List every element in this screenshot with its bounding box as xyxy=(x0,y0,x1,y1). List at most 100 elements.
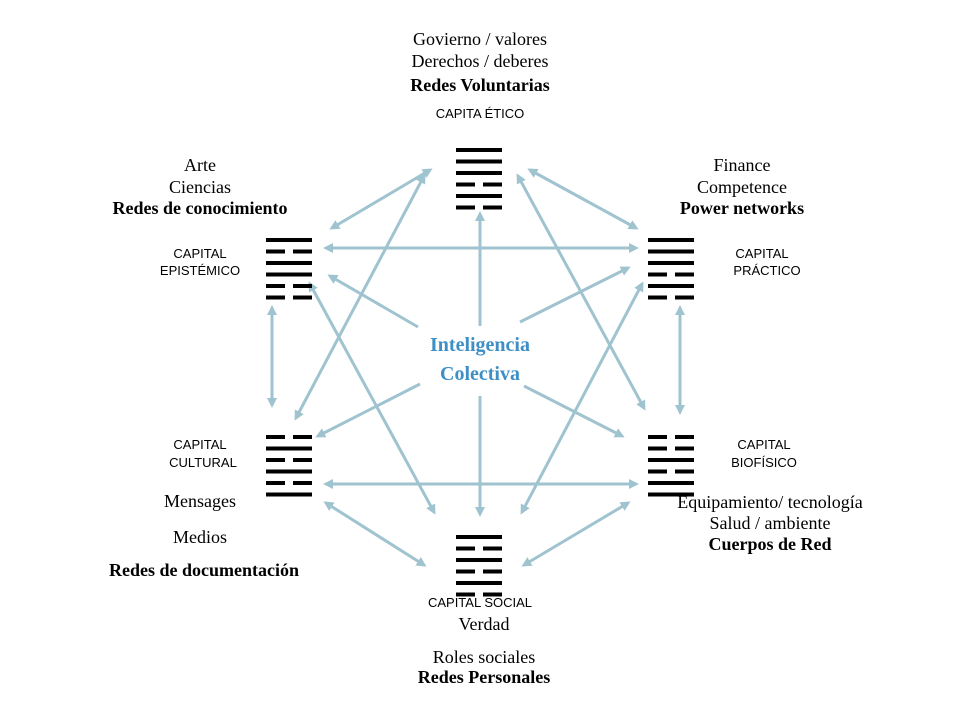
hexagram-biofisico xyxy=(648,435,694,497)
hexagram-line-broken xyxy=(293,458,312,462)
hexagram-epistemico xyxy=(266,238,312,300)
hexagram-line-solid xyxy=(456,148,502,152)
hexagram-line-broken xyxy=(266,481,285,485)
biofisico-capital-line-1: CAPITAL xyxy=(737,437,791,452)
epistemico-capital-line-2: EPISTÉMICO xyxy=(159,263,241,278)
hexagram-social xyxy=(456,535,502,597)
hexagram-line-solid xyxy=(648,249,694,254)
hexagram-line-broken xyxy=(648,446,667,451)
hexagram-line-solid xyxy=(648,261,694,265)
hexagram-line-broken xyxy=(293,481,312,485)
hexagram-line-broken xyxy=(293,435,312,439)
social-line-1: Verdad xyxy=(458,614,510,634)
biofisico-line-1: Equipamiento/ tecnología xyxy=(677,492,863,512)
hexagram-line-solid xyxy=(648,458,694,462)
biofisico-capital-line-2: BIOFÍSICO xyxy=(731,455,797,470)
practico-line-1: Finance xyxy=(713,155,771,175)
etico-network: Redes Voluntarias xyxy=(410,75,550,95)
hexagram-line-solid xyxy=(456,558,502,562)
practico-line-2: Competence xyxy=(697,177,787,197)
bidirectional-arrow xyxy=(308,281,436,515)
hexagram-etico xyxy=(456,148,502,210)
hexagram-line-broken xyxy=(266,458,285,462)
hexagram-line-broken xyxy=(483,182,502,187)
etico-line-1: Govierno / valores xyxy=(413,29,547,49)
etico-capital-label: CAPITA ÉTICO xyxy=(435,106,525,121)
hexagram-line-broken xyxy=(648,435,667,439)
hexagram-line-broken xyxy=(266,249,285,254)
bidirectional-arrow xyxy=(323,501,427,567)
hexagram-line-solid xyxy=(266,492,312,497)
hexagram-line-solid xyxy=(456,535,502,539)
hexagram-line-broken xyxy=(483,569,502,574)
epistemico-line-1: Arte xyxy=(184,155,216,175)
hexagram-line-broken xyxy=(293,284,312,288)
hexagram-line-solid xyxy=(266,272,312,277)
outward-arrow xyxy=(327,274,419,329)
bidirectional-arrow xyxy=(329,168,433,230)
cultural-line-2: Medios xyxy=(173,527,227,547)
social-network: Redes Personales xyxy=(417,667,551,687)
hexagram-line-broken xyxy=(483,546,502,551)
hexagram-line-solid xyxy=(456,581,502,585)
social-capital-label: CAPITAL SOCIAL xyxy=(427,595,533,610)
center-line-2: Colectiva xyxy=(440,363,520,385)
hexagram-line-broken xyxy=(266,435,285,439)
hexagram-cultural xyxy=(266,435,312,497)
hexagram-line-broken xyxy=(648,469,667,474)
cultural-network: Redes de documentación xyxy=(109,560,299,580)
hexagram-line-broken xyxy=(266,295,285,300)
hexagram-line-broken xyxy=(456,205,475,210)
hexagram-line-solid xyxy=(648,481,694,485)
cultural-line-1: Mensages xyxy=(164,491,236,511)
hexagram-line-broken xyxy=(648,272,667,277)
hexagram-line-broken xyxy=(675,446,694,451)
bidirectional-arrow xyxy=(527,168,639,230)
hexagram-line-broken xyxy=(456,546,475,551)
hexagram-line-broken xyxy=(456,592,475,597)
social-line-2: Roles sociales xyxy=(432,647,536,667)
bidirectional-arrow xyxy=(521,501,631,567)
etico-line-2: Derechos / deberes xyxy=(411,51,549,71)
epistemico-line-2: Ciencias xyxy=(169,177,231,197)
hexagram-line-broken xyxy=(675,469,694,474)
hexagram-line-solid xyxy=(266,469,312,474)
cultural-capital-line-2: CULTURAL xyxy=(169,455,237,470)
hexagram-line-broken xyxy=(266,284,285,288)
hexagram-line-broken xyxy=(293,249,312,254)
epistemico-network: Redes de conocimiento xyxy=(112,198,288,218)
outward-arrow xyxy=(523,384,625,438)
practico-capital-line-2: PRÁCTICO xyxy=(733,263,801,278)
hexagram-line-solid xyxy=(456,171,502,175)
hexagram-line-broken xyxy=(675,435,694,439)
hexagram-line-solid xyxy=(456,194,502,198)
bidirectional-arrow xyxy=(520,281,644,515)
practico-network: Power networks xyxy=(679,198,805,218)
hexagram-line-solid xyxy=(648,238,694,242)
hexagram-line-broken xyxy=(675,295,694,300)
hexagram-line-broken xyxy=(648,295,667,300)
hexagram-line-broken xyxy=(456,182,475,187)
biofisico-network: Cuerpos de Red xyxy=(708,534,832,554)
hexagram-line-solid xyxy=(648,284,694,288)
practico-capital-line-1: CAPITAL xyxy=(735,246,789,261)
hexagram-line-solid xyxy=(266,238,312,242)
outward-arrow xyxy=(519,266,631,324)
hexagram-line-solid xyxy=(266,446,312,451)
hexagram-line-broken xyxy=(675,272,694,277)
epistemico-capital-line-1: CAPITAL xyxy=(173,246,227,261)
hexagram-line-broken xyxy=(293,295,312,300)
hexagram-practico xyxy=(648,238,694,300)
biofisico-line-2: Salud / ambiente xyxy=(709,513,831,533)
hexagram-line-solid xyxy=(456,159,502,164)
hexagram-line-broken xyxy=(483,205,502,210)
hexagram-line-broken xyxy=(456,569,475,574)
hexagram-line-solid xyxy=(266,261,312,265)
hexagram-line-solid xyxy=(648,492,694,497)
center-line-1: Inteligencia xyxy=(430,334,530,356)
outward-arrow xyxy=(315,382,421,438)
hexagram-line-broken xyxy=(483,592,502,597)
cultural-capital-line-1: CAPITAL xyxy=(173,437,227,452)
